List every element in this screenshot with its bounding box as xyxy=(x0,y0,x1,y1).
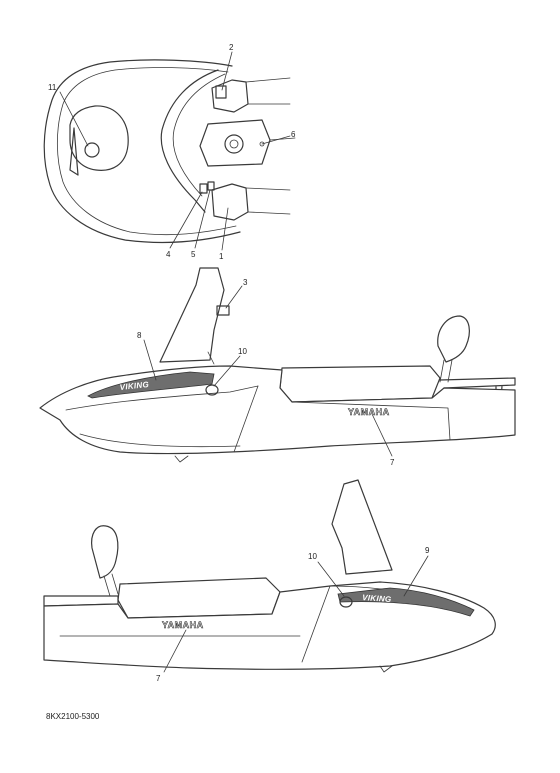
side-view-right: VIKING YAMAHA 3 8 10 7 xyxy=(39,267,516,467)
center-console xyxy=(199,119,271,167)
right-grip xyxy=(245,77,291,105)
leader-3 xyxy=(225,285,243,309)
viking-decal-right xyxy=(87,371,215,399)
windshield-left xyxy=(331,479,393,575)
right-handlebar-pod xyxy=(211,79,249,113)
leader-7-left xyxy=(163,629,187,673)
decal-4 xyxy=(199,183,208,194)
headlight-lens xyxy=(69,127,79,176)
leader-5 xyxy=(194,189,211,249)
gas-cap xyxy=(224,134,244,154)
callout-3: 3 xyxy=(243,278,248,287)
callout-5: 5 xyxy=(191,250,196,259)
callout-6: 6 xyxy=(291,130,296,139)
backrest-left xyxy=(91,525,119,579)
hood-emblem-circle xyxy=(84,142,100,158)
leader-7-right xyxy=(371,413,393,457)
left-handlebar-pod xyxy=(211,183,249,221)
viking-decal-left-text: VIKING xyxy=(362,593,392,604)
part-code: 8KX2100-5300 xyxy=(46,712,100,721)
callout-7-left: 7 xyxy=(156,674,161,683)
hood-outline xyxy=(43,59,241,244)
leader-10-right xyxy=(213,355,241,387)
hood-seam xyxy=(233,385,259,453)
console-indicator xyxy=(259,141,265,147)
yamaha-logo-left: YAMAHA xyxy=(162,620,204,630)
leader-6 xyxy=(261,135,291,145)
side-view-left: VIKING YAMAHA 10 9 7 xyxy=(43,479,496,683)
body-side xyxy=(39,365,516,455)
yamaha-logo-right: YAMAHA xyxy=(348,407,390,417)
callout-11: 11 xyxy=(48,83,57,92)
callout-8: 8 xyxy=(137,331,142,340)
badge-10-left xyxy=(339,596,353,608)
hood-seam-left xyxy=(301,585,331,663)
top-view: 2 11 6 4 5 1 xyxy=(43,43,296,261)
leader-2 xyxy=(221,51,233,91)
body-side-left xyxy=(43,581,496,670)
belly-left xyxy=(59,635,393,673)
gas-cap-inner xyxy=(229,139,239,149)
badge-10-right xyxy=(205,384,219,396)
leader-11 xyxy=(59,91,89,147)
windshield-base xyxy=(207,351,215,365)
viking-decal-left xyxy=(337,587,475,617)
callout-2: 2 xyxy=(229,43,234,52)
callout-4: 4 xyxy=(166,250,171,259)
leader-10-left xyxy=(317,561,345,597)
callout-9: 9 xyxy=(425,546,430,555)
leader-1 xyxy=(221,207,229,251)
headlight-pod xyxy=(69,105,129,171)
viking-decal-right-text: VIKING xyxy=(119,380,149,392)
left-grip xyxy=(245,187,291,215)
belly-pan xyxy=(79,433,241,463)
callout-7-right: 7 xyxy=(390,458,395,467)
side-panel-line xyxy=(291,401,451,441)
body-shoulder xyxy=(65,385,259,411)
windshield-frame-inner xyxy=(172,73,226,197)
backrest-left-post xyxy=(103,573,119,597)
backrest xyxy=(437,315,470,363)
seat-left xyxy=(117,577,281,619)
leader-8 xyxy=(143,339,157,381)
seat xyxy=(279,365,441,403)
backrest-post xyxy=(439,359,453,383)
windshield-frame xyxy=(160,69,219,213)
leader-4 xyxy=(169,191,203,249)
decal-2 xyxy=(215,85,227,99)
hood-inner-outline xyxy=(57,67,237,236)
console-edge xyxy=(269,137,296,141)
windshield xyxy=(159,267,225,363)
leader-9 xyxy=(403,555,429,597)
callout-1: 1 xyxy=(219,252,224,261)
callout-10-left: 10 xyxy=(308,552,317,561)
decal-3 xyxy=(216,305,230,316)
callout-10-right: 10 xyxy=(238,347,247,356)
decal-5 xyxy=(207,181,215,191)
